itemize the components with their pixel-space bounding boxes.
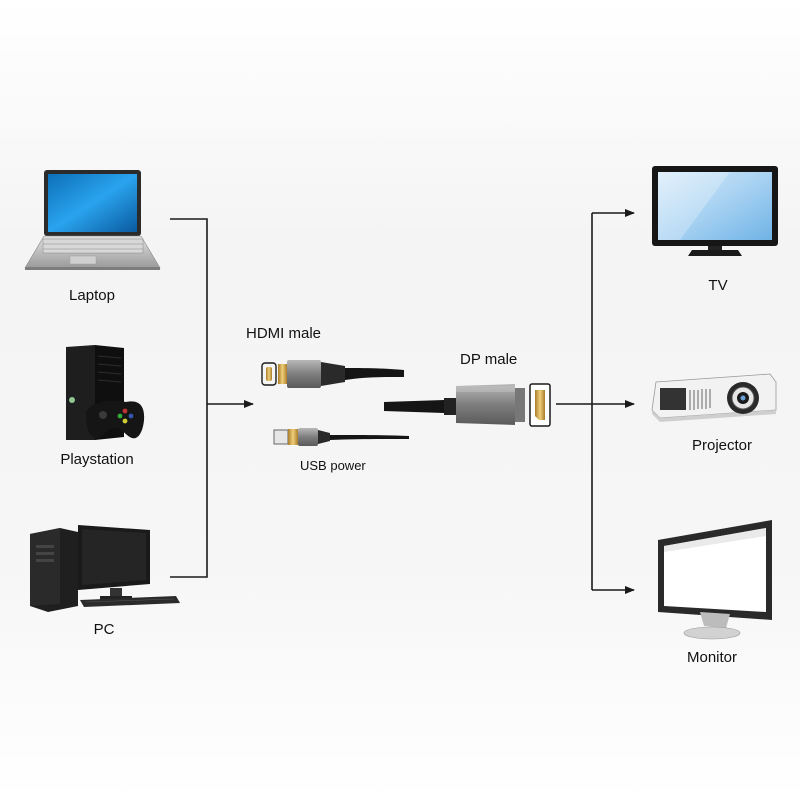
- playstation-label: Playstation: [60, 451, 134, 468]
- usb-connector-icon: [273, 428, 409, 446]
- laptop-icon: [24, 170, 161, 270]
- pc-label: PC: [93, 621, 115, 638]
- hdmi-connector-icon: [261, 360, 404, 388]
- pc-icon: [30, 525, 180, 612]
- dp-connector-icon: [384, 383, 551, 427]
- line-laptop: [170, 218, 208, 578]
- usb-power-label: USB power: [300, 458, 366, 473]
- monitor-label: Monitor: [686, 649, 738, 666]
- laptop-label: Laptop: [69, 287, 115, 304]
- projector-icon: [651, 373, 777, 422]
- connector-lines: [170, 209, 635, 594]
- tv-icon: [652, 166, 778, 256]
- monitor-icon: [658, 520, 772, 640]
- projector-label: Projector: [691, 437, 753, 454]
- hdmi-label: HDMI male: [246, 325, 322, 342]
- tv-label: TV: [708, 277, 728, 294]
- dp-label: DP male: [460, 351, 518, 368]
- console-icon: [66, 345, 145, 440]
